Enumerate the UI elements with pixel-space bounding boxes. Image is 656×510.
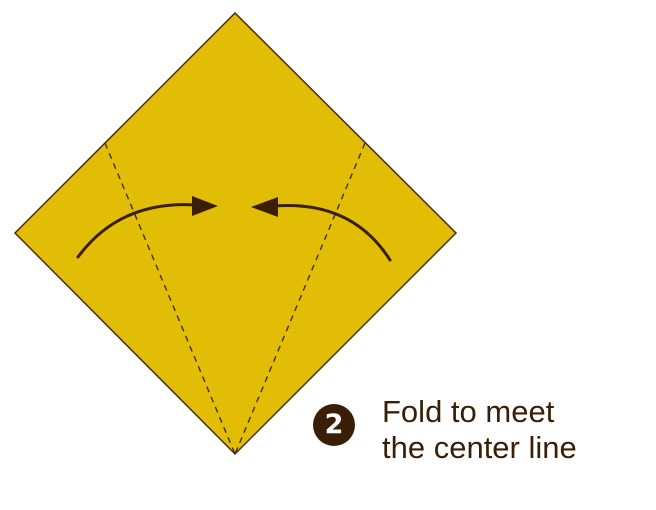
left-arrowhead-icon	[192, 196, 218, 216]
step-number-badge: 2	[313, 404, 355, 446]
left-fold-line	[104, 142, 236, 455]
instruction-line-1: Fold to meet	[382, 394, 555, 429]
right-arrowhead-icon	[251, 197, 278, 217]
step-instruction: Fold to meet the center line	[382, 394, 577, 466]
right-fold-arrow	[272, 203, 392, 262]
right-fold-line	[234, 142, 366, 455]
left-fold-arrow	[76, 203, 198, 259]
paper-diamond	[13, 11, 458, 456]
step-number: 2	[324, 409, 344, 440]
instruction-line-2: the center line	[382, 430, 577, 465]
